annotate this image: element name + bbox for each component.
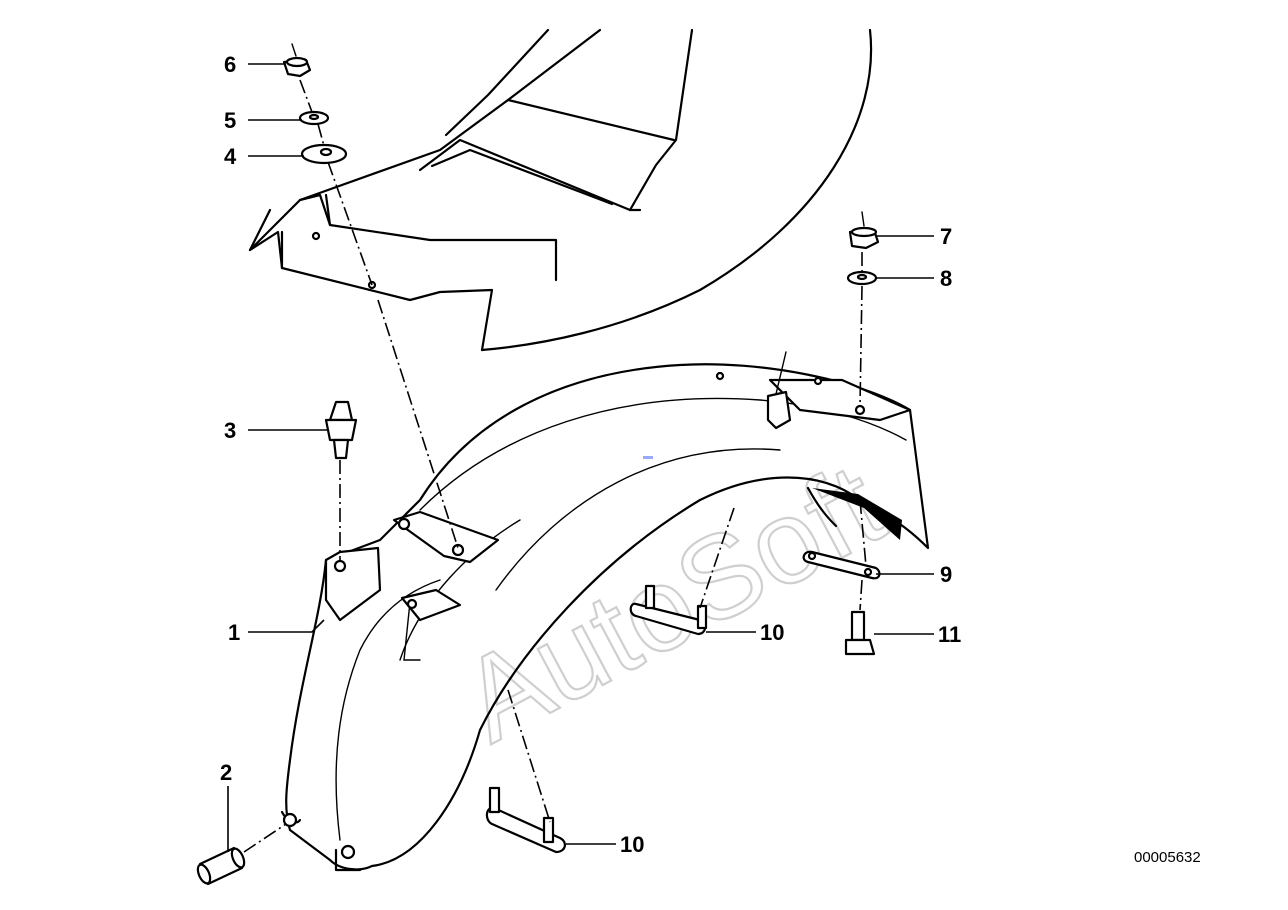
callout-6: 6 [224,52,236,77]
callout-11: 11 [938,622,961,647]
stud-plate-10-lower [485,786,566,854]
callout-numbers: 6 5 4 7 8 3 9 1 10 11 2 10 [220,52,961,857]
watermark-text: AutoSoft [441,438,903,767]
assembly-lines [243,79,867,853]
callout-1: 1 [228,620,240,645]
buffer-stud-3 [324,400,358,460]
bolt-11 [844,610,876,656]
leader-lines [227,63,934,852]
washer-8 [846,270,878,286]
rubber-washer-4 [300,143,348,165]
callout-8: 8 [940,266,952,291]
callout-4: 4 [224,144,237,169]
document-number: 00005632 [1134,849,1201,866]
callout-3: 3 [224,418,236,443]
plate-9 [802,550,881,580]
callout-10-lower: 10 [620,832,644,857]
stud-plate-10-upper [629,584,708,636]
callout-9: 9 [940,562,952,587]
sleeve-2 [196,846,246,886]
frame-outline [248,28,873,352]
washer-5 [298,110,330,126]
mudguard [280,351,930,872]
nut-7 [848,211,880,250]
callout-5: 5 [224,108,236,133]
callout-10-upper: 10 [760,620,784,645]
callout-2: 2 [220,760,232,785]
callout-7: 7 [940,224,952,249]
nut-6 [282,43,312,78]
blue-mark [643,456,653,459]
